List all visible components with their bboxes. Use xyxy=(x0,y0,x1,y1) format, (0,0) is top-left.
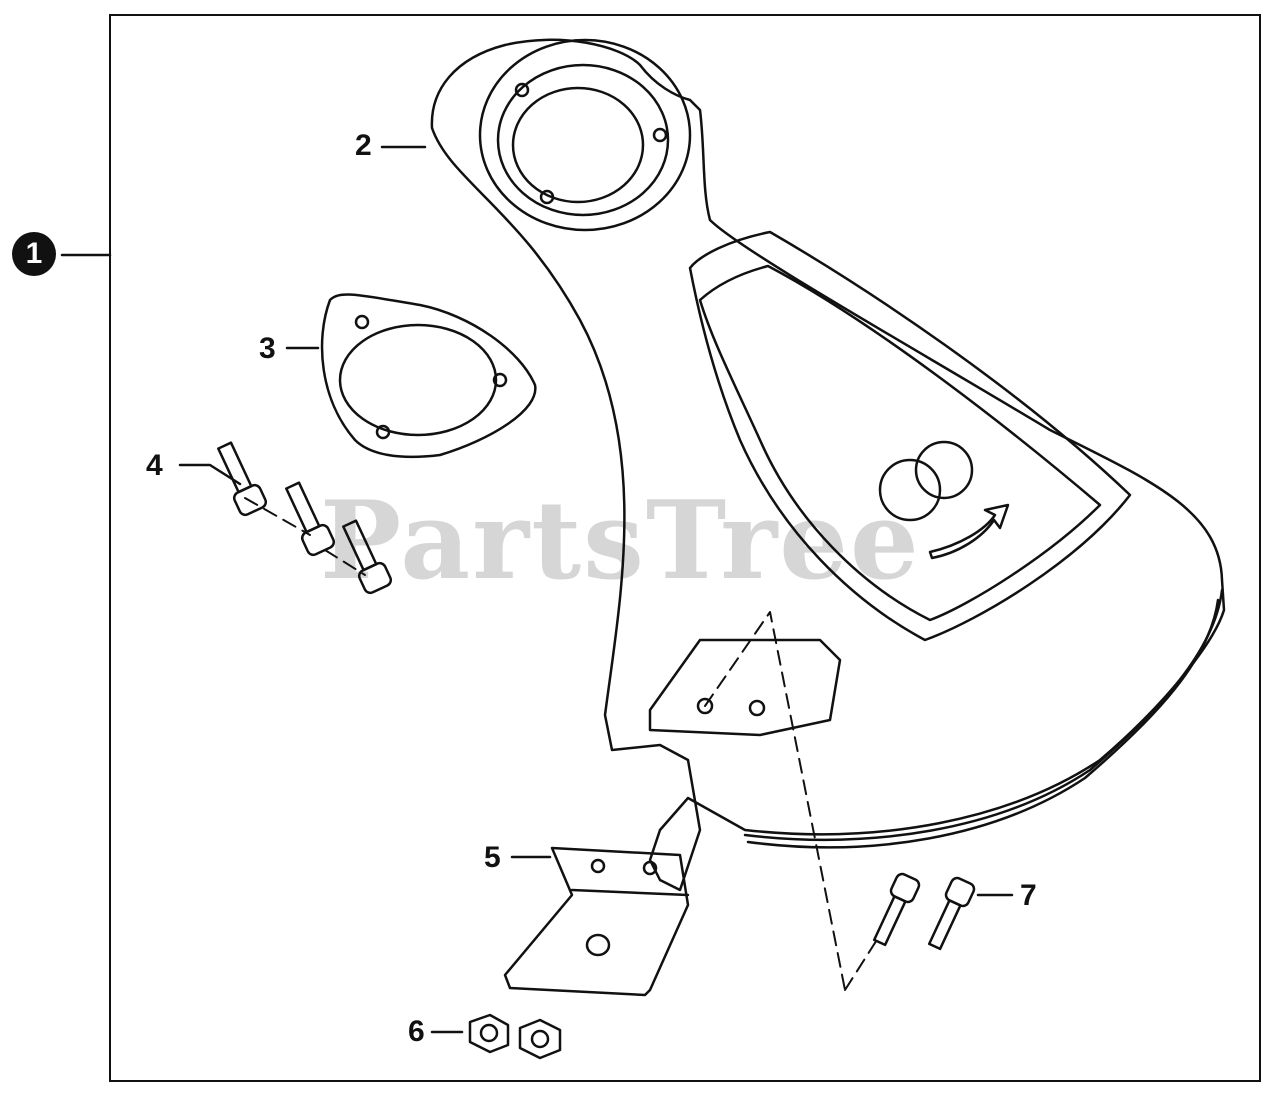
nut xyxy=(518,1018,562,1060)
screw-shank xyxy=(872,895,907,947)
nut-bore xyxy=(530,1029,550,1049)
alignment-line xyxy=(324,549,366,576)
callout-retainer-number: 3 xyxy=(259,332,276,365)
alignment-line xyxy=(704,611,846,991)
rotation-symbol-icon xyxy=(914,440,974,500)
screw-shank xyxy=(342,519,378,572)
guard-slot-hole xyxy=(696,697,714,715)
callout-screw-set-number: 4 xyxy=(146,449,163,482)
alignment-line xyxy=(844,934,881,991)
bracket-bend xyxy=(570,888,690,897)
nut xyxy=(468,1013,510,1054)
guard-recess xyxy=(688,230,1132,642)
nut-bore xyxy=(479,1023,499,1043)
screw xyxy=(927,876,976,951)
retainer-part xyxy=(320,293,537,459)
guard-hole xyxy=(539,189,555,205)
alignment-line xyxy=(244,497,311,536)
guard-mount-mid xyxy=(496,63,670,217)
rotation-arrow-icon xyxy=(928,503,1010,560)
screw xyxy=(285,481,336,557)
blade-screw-set-part xyxy=(872,872,976,951)
guard-rim-inner xyxy=(746,598,1220,849)
callout-nut-number: 6 xyxy=(408,1015,425,1048)
watermark: PartsTree xyxy=(320,478,921,604)
rotation-symbol-icon xyxy=(878,458,942,522)
retainer-hole xyxy=(492,372,508,388)
screw xyxy=(872,872,921,947)
callout-blade-screw-number: 7 xyxy=(1020,879,1037,912)
guard-mount-inner xyxy=(511,86,645,204)
screw-set-part xyxy=(217,441,393,595)
retainer-hole xyxy=(354,314,370,330)
guard-mount-outer xyxy=(478,38,692,232)
diagram-frame xyxy=(109,14,1261,1082)
guard-slot-hole xyxy=(748,699,766,717)
screw-shank xyxy=(217,441,253,494)
screw xyxy=(342,519,393,595)
screw xyxy=(217,441,268,517)
callout-kit-number: 1 xyxy=(12,232,56,276)
callout-bracket-number: 5 xyxy=(484,841,501,874)
callout-guard-number: 2 xyxy=(355,129,372,162)
guard-part xyxy=(430,38,1226,892)
bracket-hole xyxy=(590,858,606,874)
guard-bracket-slot xyxy=(648,638,842,737)
screw-shank xyxy=(285,481,321,534)
bracket-hole xyxy=(585,933,611,957)
bracket-hole xyxy=(642,860,658,876)
retainer-opening xyxy=(338,323,498,437)
guard-recess-inner xyxy=(698,264,1102,622)
guard-rim xyxy=(743,588,1224,842)
leader-line-4 xyxy=(178,463,242,486)
retainer-hole xyxy=(375,424,391,440)
guard-outline xyxy=(430,38,1226,892)
guard-hole xyxy=(652,127,668,143)
screw-shank xyxy=(927,899,962,951)
alignment-lines xyxy=(244,497,881,991)
retainer-outline xyxy=(320,293,537,459)
guard-hole xyxy=(514,82,530,98)
bracket-outline xyxy=(503,846,690,997)
bracket-part xyxy=(503,846,690,997)
nut-set-part xyxy=(468,1013,562,1060)
